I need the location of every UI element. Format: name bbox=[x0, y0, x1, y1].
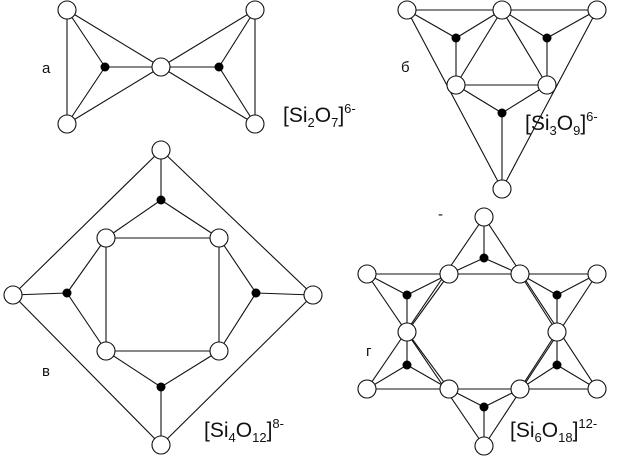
oxygen-atom bbox=[3, 285, 23, 305]
oxygen-atom bbox=[357, 264, 377, 284]
bridging-oxygen-atom bbox=[537, 75, 557, 95]
panel-b-oxygen-atoms bbox=[397, 0, 607, 199]
oxygen-atom bbox=[474, 436, 494, 456]
panel-g-silicon-atoms bbox=[402, 253, 562, 412]
silicon-atom bbox=[552, 290, 562, 300]
oxygen-atom bbox=[151, 435, 171, 455]
oxygen-atom bbox=[587, 264, 607, 284]
bridging-oxygen-atom bbox=[439, 264, 459, 284]
panel-v-formula: [Si4O12]8- bbox=[204, 416, 284, 445]
silicon-atom bbox=[552, 360, 562, 370]
silicon-atom bbox=[402, 360, 412, 370]
bridging-oxygen-atom bbox=[492, 0, 512, 20]
silicon-atom bbox=[451, 33, 461, 43]
panel-g-formula: [Si6O18]12- bbox=[510, 416, 597, 445]
silicon-atom bbox=[62, 288, 72, 298]
bridging-oxygen-atom bbox=[209, 341, 229, 361]
bridging-oxygen-atom bbox=[439, 379, 459, 399]
panel-g-mark: - bbox=[438, 206, 443, 223]
oxygen-atom bbox=[587, 379, 607, 399]
oxygen-atom bbox=[303, 285, 323, 305]
oxygen-atom bbox=[587, 0, 607, 20]
oxygen-atom bbox=[245, 0, 265, 20]
bridging-oxygen-atom bbox=[151, 57, 171, 77]
panel-v-label: в bbox=[42, 363, 50, 380]
oxygen-atom bbox=[357, 379, 377, 399]
silicon-atom bbox=[479, 253, 489, 263]
bridging-oxygen-atom bbox=[96, 341, 116, 361]
panel-v-oxygen-atoms bbox=[3, 140, 323, 455]
bridging-oxygen-atom bbox=[446, 75, 466, 95]
panel-b-bonds bbox=[406, 9, 598, 190]
panel-v-silicon-atoms bbox=[62, 195, 261, 392]
panel-a-label: а bbox=[42, 60, 51, 77]
oxygen-atom bbox=[151, 140, 171, 160]
bridging-oxygen-atom bbox=[510, 379, 530, 399]
silicon-atom bbox=[100, 62, 110, 72]
panel-b-label: б bbox=[401, 59, 410, 76]
panel-b-silicon-atoms bbox=[451, 33, 552, 118]
oxygen-atom bbox=[397, 0, 417, 20]
silicon-atom bbox=[402, 290, 412, 300]
panel-g-label: г bbox=[366, 343, 372, 360]
bridging-oxygen-atom bbox=[510, 264, 530, 284]
oxygen-atom bbox=[57, 114, 77, 134]
oxygen-atom bbox=[57, 0, 77, 20]
bridging-oxygen-atom bbox=[209, 228, 229, 248]
bridging-oxygen-atom bbox=[96, 228, 116, 248]
panel-a-formula: [Si2O7]6- bbox=[283, 101, 356, 130]
silicon-atom bbox=[497, 108, 507, 118]
panel-v: в [Si4O12]8- bbox=[3, 140, 323, 455]
silicon-atom bbox=[156, 195, 166, 205]
panel-g-oxygen-atoms bbox=[357, 207, 607, 456]
panel-b: б [Si3O9]6- bbox=[397, 0, 607, 199]
oxygen-atom bbox=[245, 114, 265, 134]
bridging-oxygen-atom bbox=[547, 322, 567, 342]
silicon-atom bbox=[479, 402, 489, 412]
panel-b-formula: [Si3O9]6- bbox=[525, 109, 598, 138]
panel-v-bonds bbox=[12, 149, 314, 446]
panel-a-oxygen-atoms bbox=[57, 0, 265, 134]
oxygen-atom bbox=[492, 179, 512, 199]
silicon-atom bbox=[214, 62, 224, 72]
panel-a-silicon-atoms bbox=[100, 62, 224, 72]
panel-a: а [Si2O7]6- bbox=[42, 0, 356, 134]
panel-g: - г [Si6O18]12- bbox=[357, 206, 607, 456]
bridging-oxygen-atom bbox=[397, 322, 417, 342]
silicon-atom bbox=[251, 288, 261, 298]
silicon-atom bbox=[156, 382, 166, 392]
silicon-atom bbox=[542, 33, 552, 43]
oxygen-atom bbox=[474, 207, 494, 227]
